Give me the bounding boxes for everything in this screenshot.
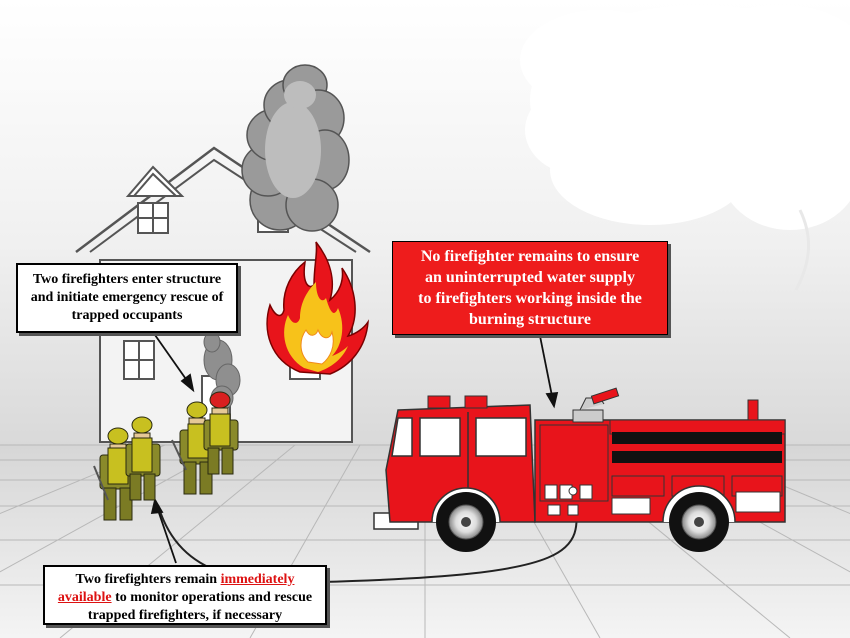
cloud-shape xyxy=(520,5,850,230)
standby-team-text-2: to monitor operations and rescue xyxy=(111,590,313,605)
water-supply-line-3: to firefighters working inside the xyxy=(418,290,642,307)
interior-team-callout: Two firefighters enter structure and ini… xyxy=(16,263,238,333)
standby-team-line-3: trapped firefighters, if necessary xyxy=(87,608,283,623)
flame-icon xyxy=(266,241,369,375)
interior-team-line-1: Two firefighters enter structure xyxy=(32,272,222,287)
standby-emphasis-1: immediately xyxy=(220,572,295,587)
standby-emphasis-2: available xyxy=(57,590,112,605)
pointer-arrows xyxy=(150,334,559,564)
fire-engine-icon xyxy=(157,387,786,584)
standby-team-line-1: Two firefighters remain immediately xyxy=(45,571,325,589)
standby-firefighter-2 xyxy=(125,416,161,501)
standby-team-line-2: available to monitor operations and resc… xyxy=(45,589,325,607)
water-supply-line-2: an uninterrupted water supply xyxy=(425,269,635,286)
smoke-plume-inner xyxy=(265,81,321,198)
water-supply-line-4: burning structure xyxy=(469,311,591,328)
firefighter-icon xyxy=(93,391,239,521)
interior-firefighter-1 xyxy=(171,401,217,495)
water-supply-callout: No firefighter remains to ensure an unin… xyxy=(392,241,668,335)
interior-team-line-2: and initiate emergency rescue of xyxy=(30,290,224,305)
cloud-drip xyxy=(794,209,810,291)
hose-line xyxy=(157,494,578,584)
standby-team-text-1: Two firefighters remain xyxy=(75,572,221,587)
water-supply-line-1: No firefighter remains to ensure xyxy=(420,248,640,265)
interior-firefighter-2 xyxy=(203,391,239,475)
standby-team-callout: Two firefighters remain immediately avai… xyxy=(43,565,327,625)
interior-team-line-3: trapped occupants xyxy=(71,308,183,323)
